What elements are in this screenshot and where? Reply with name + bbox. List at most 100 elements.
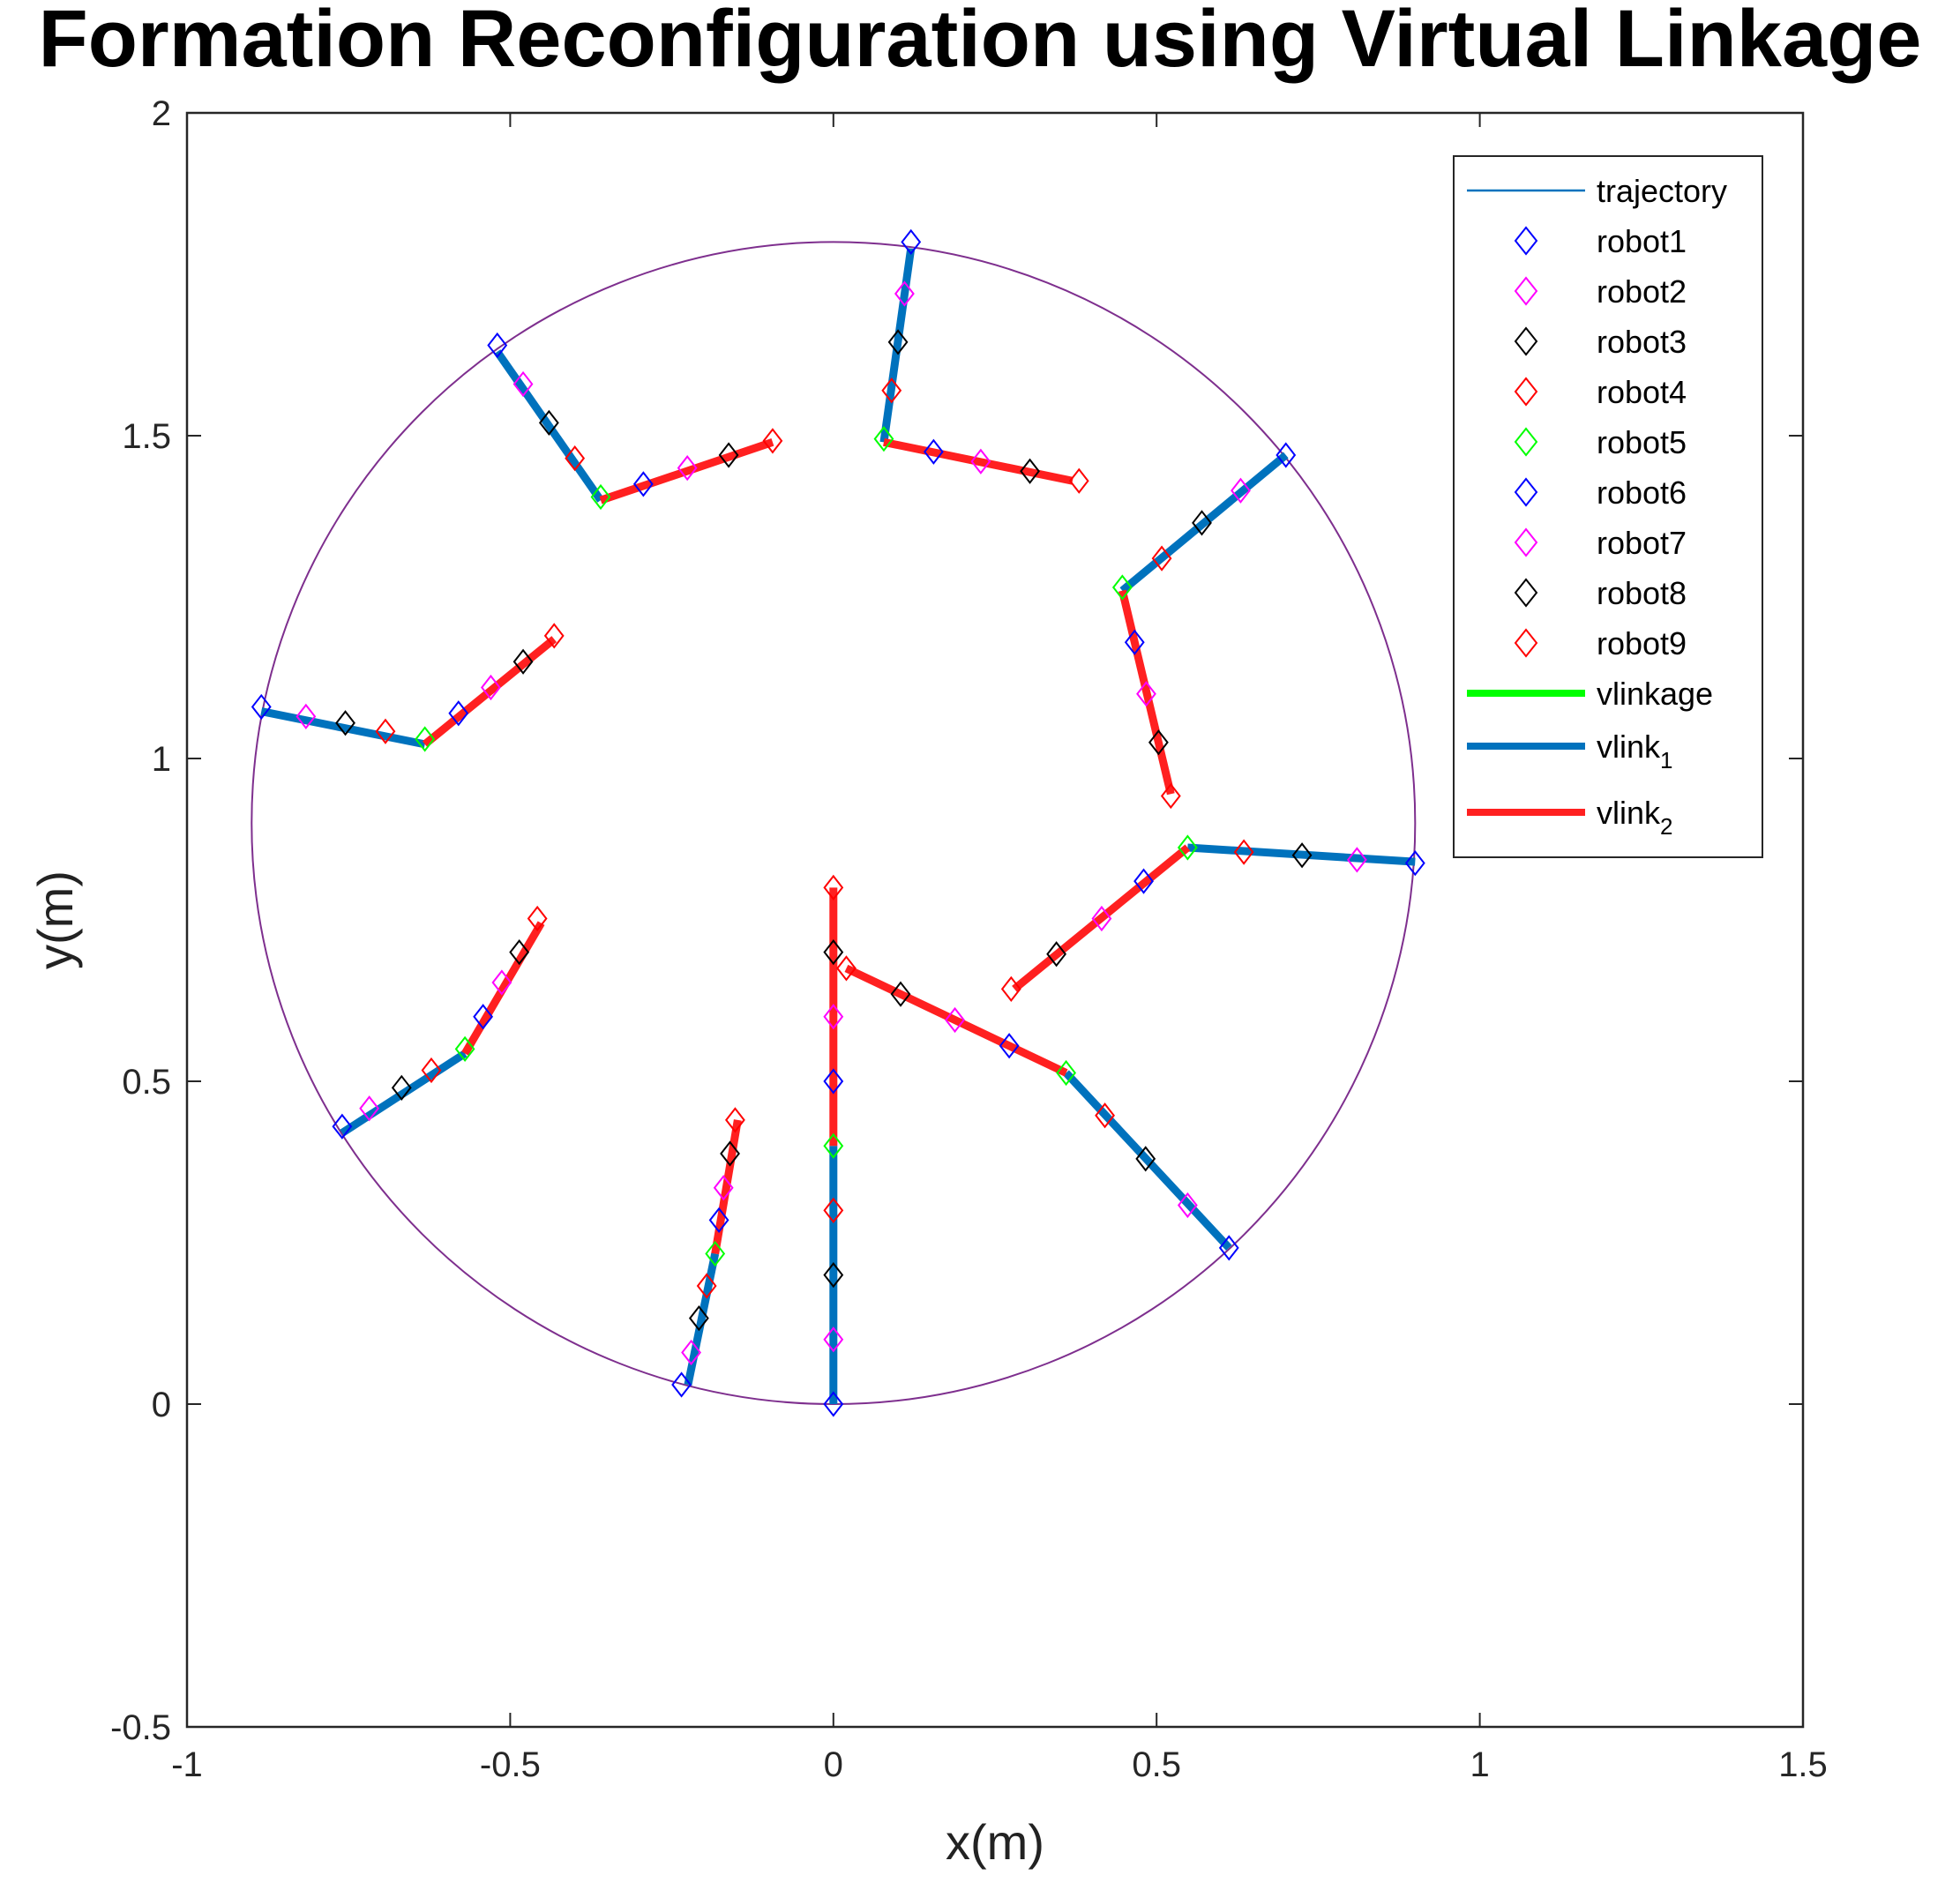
robot5-marker-f5 [590, 483, 611, 511]
robot5-marker-f9 [1056, 1059, 1077, 1087]
legend-label-9: robot8 [1597, 575, 1687, 611]
robot4-marker-f3 [421, 1057, 442, 1084]
robot3-marker-f7 [1192, 510, 1212, 536]
robot7-marker-f8 [1091, 905, 1112, 932]
robot7-marker-f9 [945, 1006, 965, 1034]
legend-marker-2 [1514, 226, 1538, 256]
robot7-marker-f5 [677, 454, 698, 482]
robot8-marker-f7 [1148, 729, 1169, 756]
vlink2-segment-8 [1012, 844, 1191, 992]
robot8-marker-f1 [823, 938, 844, 966]
robot7-marker-f7 [1136, 681, 1156, 707]
robot8-marker-f8 [1046, 941, 1067, 968]
robot4-marker-f1 [823, 1197, 844, 1224]
robot1-marker-f6 [901, 228, 922, 256]
vlink2-segment-4 [422, 636, 557, 748]
robot3-marker-f4 [335, 710, 355, 736]
vlink1-segment-5 [494, 349, 604, 503]
vlink-layer [260, 248, 1416, 1404]
vlink2-segment-3 [461, 921, 545, 1056]
robot9-marker-f7 [1160, 782, 1181, 810]
legend-label-6: robot5 [1597, 424, 1687, 460]
robot7-marker-f1 [823, 1004, 844, 1030]
legend-marker-3 [1514, 276, 1538, 306]
axes-box [185, 111, 1805, 1729]
robot4-marker-f9 [1095, 1102, 1115, 1129]
robot1-marker-f4 [251, 693, 272, 721]
robot7-marker-f3 [491, 969, 512, 996]
vlink1-segment-8 [1187, 843, 1416, 866]
vlink2-segment-5 [599, 438, 774, 504]
robot5-marker-f7 [1111, 574, 1133, 601]
robot9-marker-f5 [762, 428, 783, 454]
robot1-marker-f9 [1218, 1235, 1239, 1261]
chart-title: Formation Reconfiguration using Virtual … [39, 0, 1922, 84]
robot3-marker-f5 [538, 409, 559, 436]
robot6-marker-f5 [632, 471, 654, 497]
x-axis-label: x(m) [946, 1814, 1044, 1870]
robot4-marker-f8 [1233, 839, 1254, 865]
robot2-marker-f1 [823, 1326, 844, 1353]
robot1-marker-f5 [487, 332, 508, 359]
robot3-marker-f8 [1291, 842, 1313, 869]
robot3-marker-f2 [688, 1305, 709, 1332]
robot2-marker-f3 [359, 1095, 380, 1122]
robot5-marker-f1 [823, 1132, 844, 1159]
x-tick-label: 1 [1470, 1745, 1489, 1784]
robot2-marker-f4 [295, 703, 317, 730]
robot1-marker-f3 [332, 1113, 353, 1140]
robot6-marker-f7 [1124, 629, 1145, 655]
robot9-marker-f9 [836, 955, 857, 982]
robot8-marker-f4 [512, 648, 534, 675]
x-tick-label: 0.5 [1132, 1745, 1181, 1784]
robot6-marker-f2 [708, 1207, 729, 1234]
robot9-marker-f4 [543, 623, 565, 649]
legend-label-10: robot9 [1597, 625, 1687, 661]
vlink1-segment-9 [1063, 1070, 1232, 1251]
robot3-marker-f1 [823, 1261, 844, 1289]
legend-label-2: robot1 [1597, 223, 1687, 259]
legend-marker-7 [1514, 477, 1538, 507]
robot9-marker-f8 [1000, 975, 1021, 1002]
y-tick-label: 1 [152, 740, 171, 779]
robot6-marker-f4 [448, 700, 469, 727]
robot9-marker-f3 [527, 905, 548, 932]
robot7-marker-f6 [970, 448, 991, 474]
y-tick-label: 0 [152, 1386, 171, 1424]
legend: trajectoryrobot1robot2robot3robot4robot5… [1453, 155, 1763, 858]
legend-marker-5 [1514, 377, 1538, 407]
legend-marker-6 [1514, 427, 1538, 457]
robot8-marker-f6 [1020, 458, 1040, 484]
y-tick-label: 2 [152, 94, 171, 133]
robot6-marker-f8 [1133, 868, 1154, 894]
x-tick-label: 1.5 [1778, 1745, 1828, 1784]
legend-box [1453, 155, 1763, 858]
robot1-marker-f2 [671, 1371, 692, 1398]
robot-marker-layer [251, 228, 1425, 1417]
legend-label-1: trajectory [1597, 173, 1727, 209]
legend-marker-10 [1514, 628, 1538, 658]
robot1-marker-f7 [1275, 442, 1297, 468]
y-tick-label: 0.5 [122, 1063, 171, 1102]
robot6-marker-f3 [473, 1004, 494, 1030]
x-tick-label: 0 [824, 1745, 843, 1784]
robot9-marker-f6 [1068, 467, 1089, 494]
robot8-marker-f3 [509, 938, 530, 966]
robot9-marker-f2 [725, 1107, 745, 1133]
vlink2-segment-7 [1118, 589, 1175, 796]
robot1-marker-f8 [1404, 849, 1425, 877]
legend-label-3: robot2 [1597, 273, 1687, 310]
robot5-marker-f8 [1177, 834, 1198, 861]
robot2-marker-f7 [1231, 477, 1251, 504]
robot1-marker-f1 [823, 1391, 844, 1417]
robot3-marker-f6 [887, 329, 909, 355]
robot7-marker-f2 [713, 1175, 734, 1201]
robot5-marker-f3 [454, 1035, 475, 1063]
legend-label-8: robot7 [1597, 525, 1687, 561]
vlink1-segment-3 [340, 1050, 468, 1137]
y-tick-label: -0.5 [110, 1708, 171, 1747]
robot7-marker-f4 [481, 674, 501, 701]
robot9-marker-f1 [823, 874, 844, 901]
